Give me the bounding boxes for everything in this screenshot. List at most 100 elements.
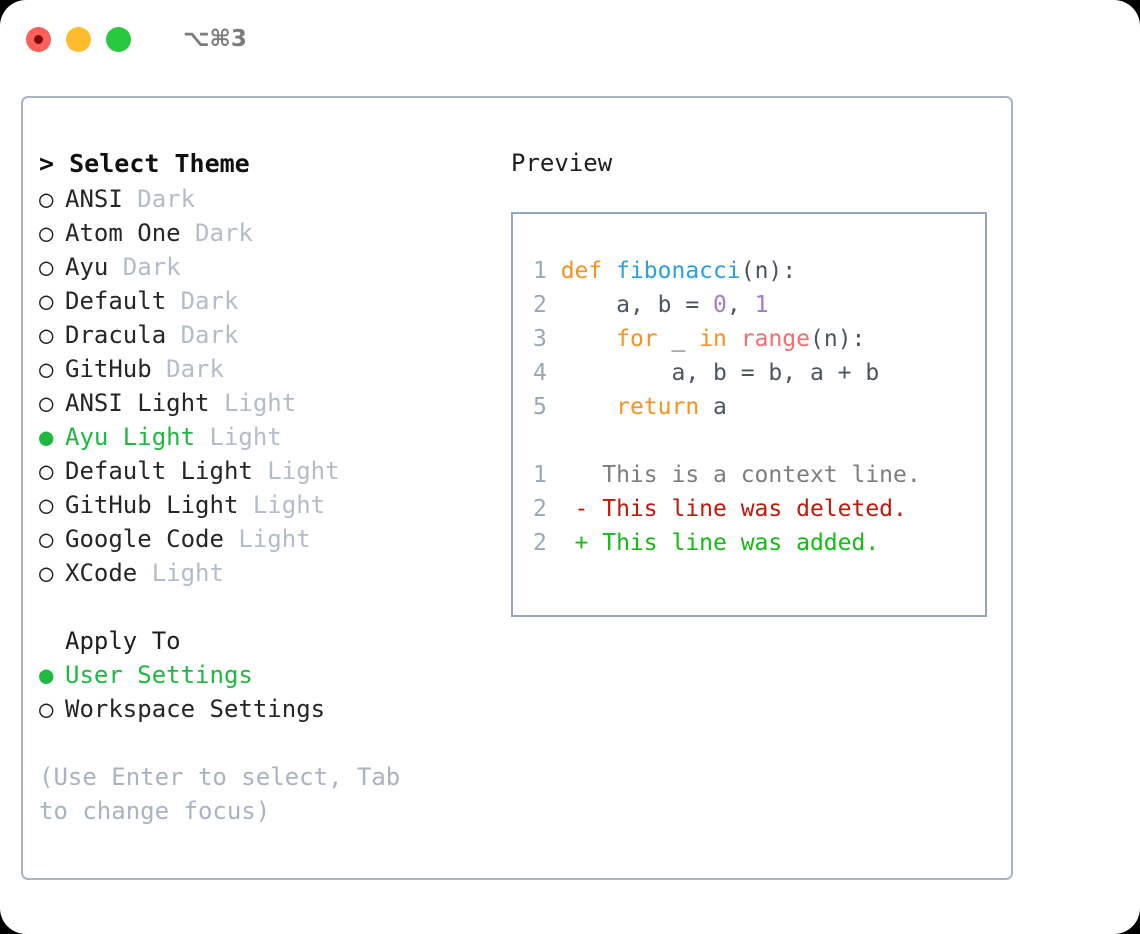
theme-selector-pane: > Select Theme ○ ANSI Dark○ Atom One Dar… <box>23 98 491 878</box>
theme-option-xcode[interactable]: ○ XCode Light <box>39 556 491 590</box>
theme-option-github[interactable]: ○ GitHub Dark <box>39 352 491 386</box>
main-panel: > Select Theme ○ ANSI Dark○ Atom One Dar… <box>21 96 1013 880</box>
code-token-pl <box>727 326 741 352</box>
diff-line-ctx: 1 This is a context line. <box>513 458 985 492</box>
theme-option-kind: Light <box>238 491 326 519</box>
theme-option-kind: Light <box>252 457 340 485</box>
theme-option-kind: Dark <box>122 185 196 213</box>
radio-unselected-icon: ○ <box>39 695 68 723</box>
code-token-num: 1 <box>754 292 769 318</box>
radio-unselected-icon: ○ <box>39 355 68 383</box>
radio-selected-icon: ● <box>39 423 68 451</box>
theme-option-kind: Dark <box>108 253 181 281</box>
code-diff-spacer <box>513 424 985 458</box>
theme-option-name: XCode <box>65 559 138 587</box>
line-number: 5 <box>533 394 561 420</box>
window-controls <box>26 26 131 52</box>
apply-to-option-workspace-settings[interactable]: ○ Workspace Settings <box>39 692 491 726</box>
theme-option-kind: Dark <box>166 287 239 315</box>
theme-option-kind: Light <box>195 423 282 451</box>
theme-option-dracula[interactable]: ○ Dracula Dark <box>39 318 491 352</box>
theme-list: ○ ANSI Dark○ Atom One Dark○ Ayu Dark○ De… <box>39 182 491 590</box>
code-line: 2 a, b = 0, 1 <box>513 288 985 322</box>
apply-to-label: Apply To <box>65 627 181 655</box>
apply-to-option-name: Workspace Settings <box>65 695 326 723</box>
theme-option-kind: Light <box>223 525 311 553</box>
apply-to-option-user-settings[interactable]: ● User Settings <box>39 658 491 692</box>
code-token-pl: a, b = b, a + b <box>560 360 880 386</box>
theme-option-ayu-light[interactable]: ● Ayu Light Light <box>39 420 491 454</box>
code-token-bi: range <box>740 326 810 352</box>
title-shortcut-label: ⌥⌘3 <box>183 26 247 52</box>
theme-option-name: Ayu <box>65 253 109 281</box>
theme-option-default-light[interactable]: ○ Default Light Light <box>39 454 491 488</box>
theme-option-name: ANSI Light <box>65 389 210 417</box>
theme-option-github-light[interactable]: ○ GitHub Light Light <box>39 488 491 522</box>
title-bar: ⌥⌘3 <box>0 0 1140 78</box>
radio-unselected-icon: ○ <box>39 321 68 349</box>
code-line: 4 a, b = b, a + b <box>513 356 985 390</box>
code-token-fn: fibonacci <box>616 258 741 284</box>
code-token-pl: a <box>699 394 727 420</box>
theme-option-ansi[interactable]: ○ ANSI Dark <box>39 182 491 216</box>
radio-unselected-icon: ○ <box>39 287 68 315</box>
theme-option-name: Default Light <box>65 457 253 485</box>
line-number: 1 <box>533 462 575 488</box>
theme-option-name: ANSI <box>65 185 123 213</box>
minimize-button[interactable] <box>66 26 91 52</box>
code-token-kw: for <box>616 326 658 352</box>
theme-option-default[interactable]: ○ Default Dark <box>39 284 491 318</box>
close-button[interactable] <box>26 26 51 52</box>
header-caret-icon: > <box>39 149 70 178</box>
recording-indicator-icon <box>34 34 43 44</box>
radio-unselected-icon: ○ <box>39 491 68 519</box>
diff-line-del: 2 - This line was deleted. <box>513 492 985 526</box>
code-line: 5 return a <box>513 390 985 424</box>
select-theme-title: Select Theme <box>69 149 250 178</box>
radio-unselected-icon: ○ <box>39 253 68 281</box>
theme-option-ayu[interactable]: ○ Ayu Dark <box>39 250 491 284</box>
theme-option-google-code[interactable]: ○ Google Code Light <box>39 522 491 556</box>
code-token-num: 0 <box>713 292 727 318</box>
theme-option-kind: Dark <box>166 321 239 349</box>
code-token-kw: in <box>699 326 727 352</box>
preview-title: Preview <box>511 149 613 177</box>
radio-unselected-icon: ○ <box>39 185 68 213</box>
line-number: 1 <box>533 258 561 284</box>
code-token-pl: _ <box>657 326 700 352</box>
radio-unselected-icon: ○ <box>39 525 68 553</box>
radio-selected-icon: ● <box>39 661 68 689</box>
radio-unselected-icon: ○ <box>39 559 68 587</box>
radio-unselected-icon: ○ <box>39 457 68 485</box>
radio-unselected-icon: ○ <box>39 219 68 247</box>
line-number: 2 <box>533 496 575 522</box>
list-spacer <box>39 590 491 624</box>
theme-option-name: Google Code <box>65 525 224 553</box>
code-token-pl: (n): <box>740 258 797 284</box>
theme-option-name: Atom One <box>65 219 181 247</box>
theme-option-name: GitHub Light <box>65 491 239 519</box>
code-token-pl <box>561 326 616 352</box>
code-token-pl: , <box>726 292 755 318</box>
apply-to-header: Apply To <box>39 624 491 658</box>
diff-line-text: + This line was added. <box>574 530 880 556</box>
line-number: 2 <box>533 292 561 318</box>
theme-option-kind: Light <box>137 559 224 587</box>
code-token-pl: (n): <box>810 326 866 352</box>
select-theme-header: > Select Theme <box>39 146 491 182</box>
hint-spacer <box>39 726 491 760</box>
theme-option-ansi-light[interactable]: ○ ANSI Light Light <box>39 386 491 420</box>
maximize-button[interactable] <box>106 26 131 52</box>
code-line: 1 def fibonacci(n): <box>513 254 985 288</box>
radio-unselected-icon: ○ <box>39 389 68 417</box>
theme-option-atom-one[interactable]: ○ Atom One Dark <box>39 216 491 250</box>
preview-pane: Preview 1 def fibonacci(n):2 a, b = 0, 1… <box>491 98 1011 878</box>
theme-option-kind: Dark <box>151 355 224 383</box>
code-line: 3 for _ in range(n): <box>513 322 985 356</box>
line-number: 4 <box>533 360 561 386</box>
theme-option-name: Dracula <box>65 321 167 349</box>
theme-option-name: Default <box>65 287 167 315</box>
